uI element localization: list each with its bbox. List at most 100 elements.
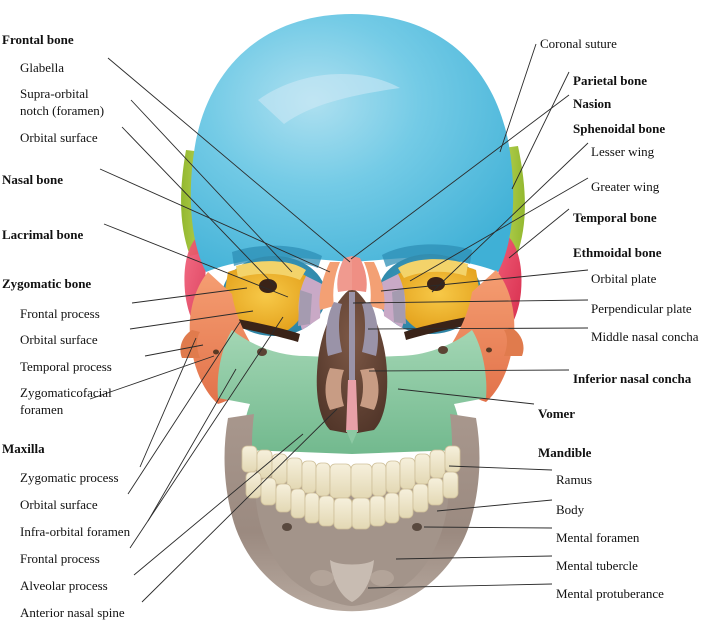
- label-zygomaticofacial: Zygomaticofacial: [20, 385, 112, 400]
- optic-canal-left: [259, 279, 277, 293]
- inferior-orbital-fissure-left: [230, 318, 300, 342]
- nasal-septum-perpendicular-plate: [349, 292, 355, 404]
- leader-anterior-nasal-spine: [141, 408, 338, 603]
- mental-tubercle-right: [370, 570, 394, 586]
- anterior-nasal-spine: [346, 430, 358, 444]
- leader-lines-left: [89, 57, 351, 603]
- frontal-highlight: [258, 74, 400, 124]
- leader-mental-foramen: [423, 526, 553, 529]
- leader-vomer: [397, 388, 535, 405]
- leader-temporal-process: [144, 344, 204, 357]
- leader-mental-protuberance: [367, 583, 553, 589]
- lower-teeth-row: [245, 471, 459, 530]
- label-zygomaticofacial-2: foramen: [20, 402, 64, 417]
- inferior-orbital-fissure-right: [404, 316, 474, 340]
- leader-orbital-surface-zyg: [129, 310, 254, 330]
- label-orbital-surface-max: Orbital surface: [20, 497, 98, 512]
- label-temporal-bone: Temporal bone: [573, 210, 657, 225]
- infra-orbital-foramen-right: [438, 346, 448, 354]
- leader-mental-tubercle: [395, 555, 553, 560]
- label-mandible: Mandible: [538, 445, 592, 460]
- optic-canal-right: [427, 277, 445, 291]
- leader-parietal-bone: [511, 71, 570, 190]
- inferior-nasal-concha-left: [325, 368, 344, 410]
- label-orbital-surface-zyg: Orbital surface: [20, 332, 98, 347]
- label-frontal-bone: Frontal bone: [2, 32, 74, 47]
- leader-ramus: [448, 465, 553, 471]
- label-zygomatic-bone: Zygomatic bone: [2, 276, 92, 291]
- nasal-bone-left: [337, 256, 352, 292]
- frontal-process-maxilla-right: [364, 262, 385, 310]
- leader-zygomatic-process-max: [139, 337, 197, 468]
- vomer-region: [346, 380, 358, 432]
- leader-lacrimal-bone: [103, 223, 289, 298]
- label-supra-orbital-notch-2: notch (foramen): [20, 103, 105, 118]
- label-nasion: Nasion: [573, 96, 612, 111]
- mental-tubercle-left: [310, 570, 334, 586]
- label-lesser-wing: Lesser wing: [591, 144, 655, 159]
- label-mental-tubercle: Mental tubercle: [556, 558, 638, 573]
- label-frontal-process-zyg: Frontal process: [20, 306, 100, 321]
- leader-orbital-surface-max: [127, 321, 241, 495]
- leader-inferior-nasal-concha: [368, 369, 570, 372]
- leader-lesser-wing: [431, 142, 589, 293]
- label-body: Body: [556, 502, 585, 517]
- label-parietal-bone: Parietal bone: [573, 73, 648, 88]
- lacrimal-bone-left: [298, 290, 312, 326]
- label-mental-protuberance: Mental protuberance: [556, 586, 664, 601]
- inferior-nasal-concha-right: [360, 368, 379, 410]
- leader-body: [436, 499, 553, 512]
- label-orbital-surface-frontal: Orbital surface: [20, 130, 98, 145]
- label-coronal-suture: Coronal suture: [540, 36, 617, 51]
- leader-nasion: [350, 94, 570, 260]
- leader-perpendicular-plate: [352, 299, 589, 304]
- leader-nasal-bone: [99, 168, 331, 273]
- label-vomer: Vomer: [538, 406, 576, 421]
- leader-lines-right: [350, 43, 589, 589]
- mental-foramen-right: [412, 523, 422, 531]
- label-perpendicular-plate: Perpendicular plate: [591, 301, 692, 316]
- sphenoid-lesser-wing-left: [236, 261, 306, 280]
- leader-alveolar-process: [133, 433, 304, 576]
- label-supra-orbital-notch: Supra-orbital: [20, 86, 89, 101]
- label-glabella: Glabella: [20, 60, 65, 75]
- label-mental-foramen: Mental foramen: [556, 530, 640, 545]
- label-temporal-process: Temporal process: [20, 359, 112, 374]
- frontal-bone-region: [190, 14, 514, 272]
- leader-glabella: [107, 57, 351, 263]
- label-ethmoidal-bone: Ethmoidal bone: [573, 245, 662, 260]
- mental-protuberance: [330, 560, 374, 602]
- upper-teeth-row: [241, 445, 461, 499]
- label-sphenoidal-bone: Sphenoidal bone: [573, 121, 666, 136]
- label-nasal-bone: Nasal bone: [2, 172, 64, 187]
- leader-middle-nasal-concha: [367, 327, 589, 330]
- leader-frontal-process-zyg: [131, 287, 248, 304]
- infra-orbital-foramen-left: [257, 348, 267, 356]
- label-lacrimal-bone: Lacrimal bone: [2, 227, 84, 242]
- label-infra-orbital-foramen: Infra-orbital foramen: [20, 524, 131, 539]
- lacrimal-bone-right: [392, 288, 406, 324]
- sphenoid-greater-wing-left: [222, 266, 310, 332]
- zygomatic-temporal-process-left: [180, 330, 200, 358]
- leader-greater-wing: [409, 177, 589, 282]
- label-anterior-nasal-spine: Anterior nasal spine: [20, 605, 125, 620]
- frontal-process-maxilla-left: [319, 262, 340, 310]
- label-inferior-nasal-concha: Inferior nasal concha: [573, 371, 692, 386]
- skull-illustration: [180, 14, 525, 612]
- leader-coronal-suture: [499, 43, 537, 153]
- leader-infra-orbital-foramen: [147, 368, 237, 522]
- leader-zygomaticofacial: [89, 355, 215, 400]
- sphenoid-greater-wing-right: [394, 264, 482, 330]
- zygomaticofacial-foramen-right: [486, 347, 492, 353]
- label-middle-nasal-concha: Middle nasal concha: [591, 329, 699, 344]
- mental-foramen-left: [282, 523, 292, 531]
- leader-orbital-surface-front: [121, 126, 276, 287]
- leader-temporal-bone: [508, 208, 570, 259]
- nasal-bone-right: [352, 256, 367, 292]
- label-zygomatic-process-max: Zygomatic process: [20, 470, 119, 485]
- leader-frontal-process-max: [129, 316, 284, 549]
- label-maxilla: Maxilla: [2, 441, 45, 456]
- zygomaticofacial-foramen-left: [213, 349, 219, 355]
- middle-nasal-concha-left: [326, 302, 342, 356]
